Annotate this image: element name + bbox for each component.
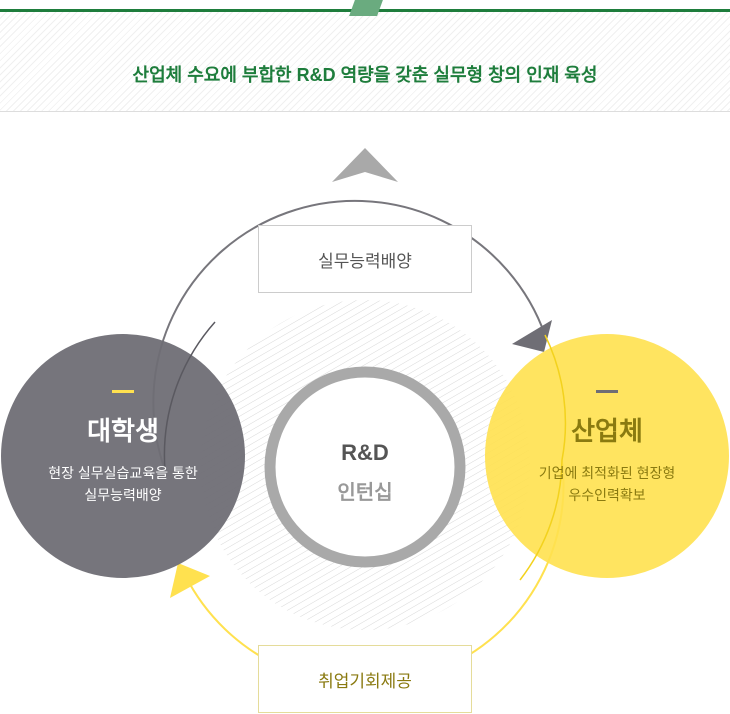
arrow-head-right-icon (512, 320, 552, 352)
center-line-2: 인턴십 (337, 482, 393, 504)
student-title: 대학생 (87, 416, 159, 446)
right-circle (485, 334, 729, 578)
industry-desc-1: 기업에 최적화된 현장형 (538, 465, 676, 481)
student-desc-2: 실무능력배양 (84, 487, 162, 503)
student-desc-1: 현장 실무실습교육을 통한 (48, 465, 198, 481)
bottom-label-box: 취업기회제공 (258, 645, 472, 713)
center-line-1: R&D (341, 440, 389, 465)
industry-title: 산업체 (571, 416, 643, 446)
up-arrow-icon (332, 148, 398, 182)
page-title: 산업체 수요에 부합한 R&D 역량을 갖춘 실무형 창의 인재 육성 (132, 65, 598, 85)
top-label-box: 실무능력배양 (258, 225, 472, 293)
header-banner: 산업체 수요에 부합한 R&D 역량을 갖춘 실무형 창의 인재 육성 (0, 9, 730, 112)
student-content: 대학생 현장 실무실습교육을 통한 실무능력배양 (1, 390, 245, 634)
center-label: R&D 인턴십 (268, 370, 462, 505)
arrow-head-left-icon (170, 563, 210, 598)
center-ring (264, 366, 466, 568)
industry-desc-2: 우수인력확보 (568, 487, 646, 503)
industry-content: 산업체 기업에 최적화된 현장형 우수인력확보 (485, 390, 729, 634)
left-circle (1, 334, 245, 578)
